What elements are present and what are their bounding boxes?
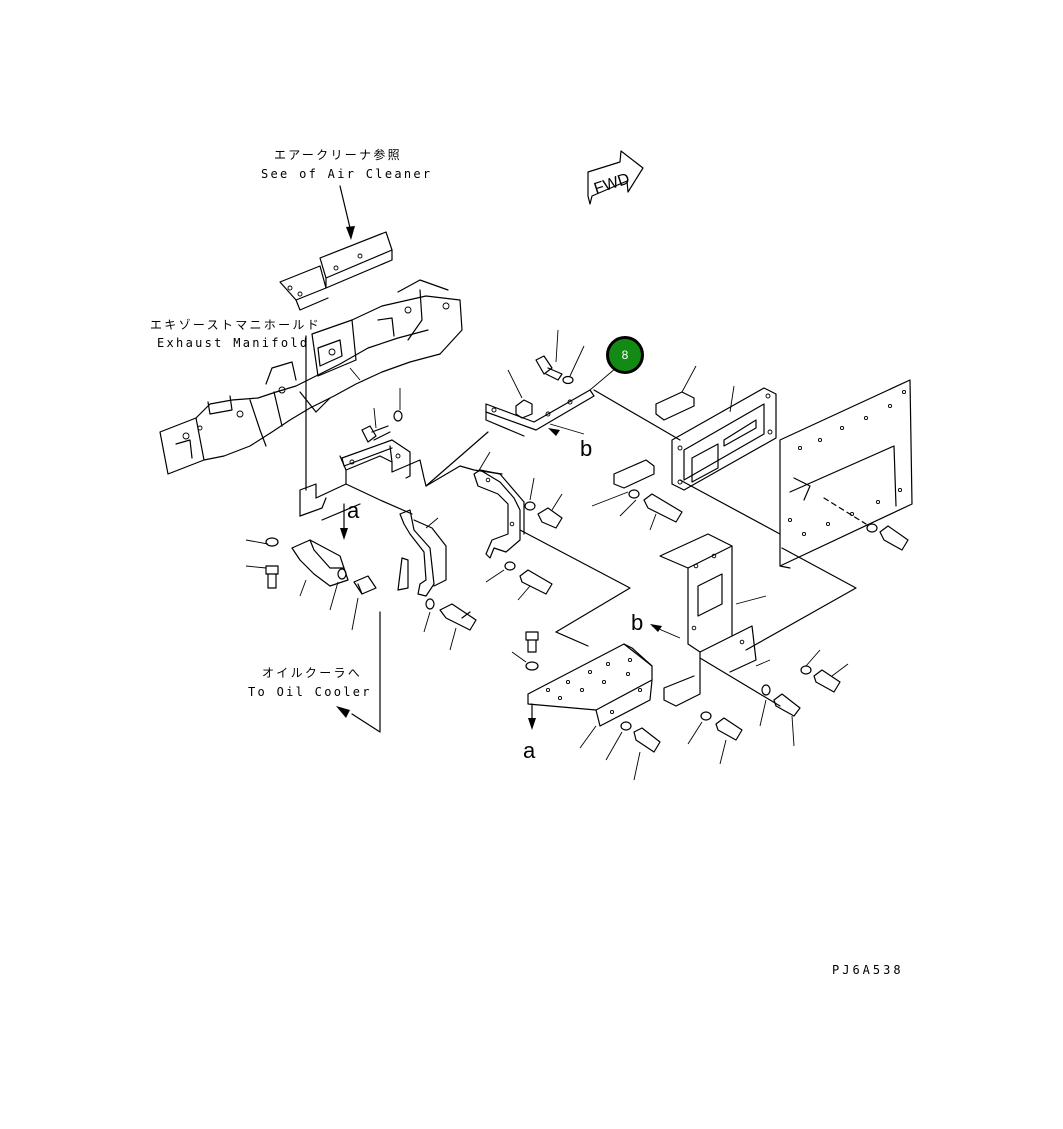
fwd-arrow-icon: FWD: [587, 150, 644, 205]
curved-pipe-bracket: [397, 509, 447, 597]
ref-a-top-arrowhead: [340, 528, 348, 540]
bolt-icon: [633, 727, 661, 753]
ref-a-bottom: a: [523, 738, 536, 763]
washer-icon: [265, 537, 279, 547]
washer-icon: [393, 410, 403, 422]
bolt-icon: [353, 575, 377, 595]
air-cleaner-label-en: See of Air Cleaner: [261, 167, 433, 181]
oil-cooler-arrowhead: [336, 706, 350, 718]
small-angle-bracket: [655, 391, 695, 421]
washer-icon: [562, 375, 574, 385]
bolt-icon: [535, 355, 563, 381]
center-bent-bracket: [473, 469, 525, 559]
bolt-icon: [265, 565, 279, 589]
mid-angle-bracket: [613, 459, 655, 489]
drawing-code: PJ6A538: [832, 963, 904, 977]
exhaust-manifold: [159, 279, 463, 475]
oil-cooler-label-jp: オイルクーラへ: [262, 666, 363, 680]
ref-b-bottom-arrowhead: [650, 624, 662, 632]
bolt-icon: [643, 493, 683, 523]
bolt-icon: [519, 569, 553, 595]
leader-lines: [245, 329, 849, 781]
rect-frame-bracket: [671, 387, 777, 491]
washer-icon: [524, 501, 536, 511]
air-cleaner-label-jp: エアークリーナ参照: [274, 148, 402, 162]
fasteners: [265, 355, 909, 753]
ref-b-top: b: [580, 436, 593, 461]
bolt-icon: [813, 669, 841, 693]
washer-icon: [620, 721, 632, 731]
ref-b-top-arrowhead: [548, 428, 560, 436]
side-plate: [779, 379, 913, 569]
tall-support-bracket: [659, 533, 757, 707]
bolt-icon: [879, 525, 909, 551]
washer-icon: [800, 665, 812, 675]
washer-icon: [425, 598, 435, 610]
fwd-text: FWD: [592, 170, 632, 197]
washer-icon: [337, 568, 347, 580]
ref-a-top: a: [347, 498, 360, 523]
bolt-icon: [439, 603, 477, 631]
air-cleaner-leader: [339, 185, 355, 240]
washer-icon: [628, 489, 640, 499]
washer-icon: [866, 523, 878, 533]
ref-b-bottom: b: [631, 610, 644, 635]
bolt-icon: [525, 631, 539, 653]
washer-icon: [761, 684, 771, 696]
callout-8-badge[interactable]: 8: [606, 336, 644, 374]
bolt-icon: [537, 507, 563, 529]
washer-icon: [525, 661, 539, 671]
washer-icon: [700, 711, 712, 721]
lower-left-clamp: [291, 539, 349, 587]
bolt-icon: [715, 717, 743, 741]
oil-cooler-leader: [351, 611, 381, 733]
washer-icon: [504, 561, 516, 571]
oil-cooler-label-en: To Oil Cooler: [248, 685, 372, 699]
mid-bracket: [341, 439, 411, 479]
air-cleaner-bracket: [279, 231, 393, 311]
manifold-label-jp: エキゾーストマニホールド: [150, 318, 322, 332]
long-bar-bracket: [485, 389, 595, 437]
frame-assembly-lines: [299, 389, 857, 707]
ref-a-bottom-arrowhead: [528, 718, 536, 730]
bolt-icon: [773, 693, 801, 717]
manifold-label-en: Exhaust Manifold: [157, 336, 310, 350]
step-plate: [527, 643, 653, 727]
bolt-icon: [361, 425, 391, 443]
